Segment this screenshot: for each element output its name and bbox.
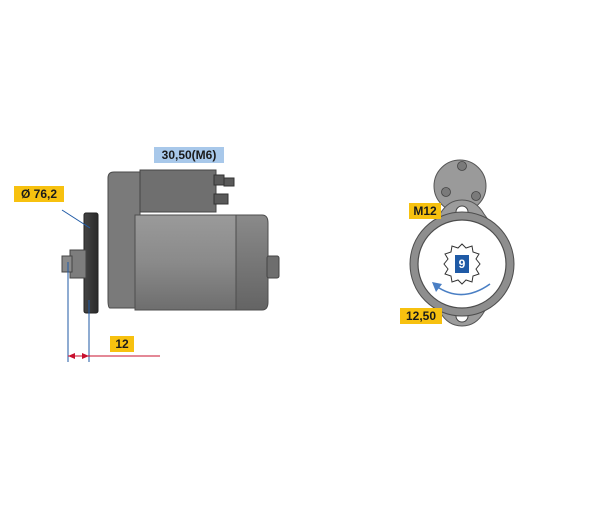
solenoid-terminal-a xyxy=(213,174,225,186)
solenoid-terminal-c xyxy=(213,193,229,205)
boss-bolt-1 xyxy=(457,161,467,171)
boss-bolt-2 xyxy=(441,187,451,197)
solenoid xyxy=(139,169,217,213)
pinion-offset-label: 12 xyxy=(110,336,134,352)
diameter-dimension xyxy=(61,209,91,362)
rotation-arrow xyxy=(435,283,491,296)
offset-dimension xyxy=(68,353,160,359)
starter-front-view xyxy=(409,159,515,327)
boss-bolt-3 xyxy=(471,191,481,201)
mount-thread-label: M12 xyxy=(409,203,441,219)
flange-diameter-label: Ø 76,2 xyxy=(14,186,64,202)
rotation-arrow-head xyxy=(432,282,442,292)
motor-end-cap xyxy=(235,214,269,311)
teeth-count-label: 9 xyxy=(455,255,469,273)
bolt-spacing-label: 12,50 xyxy=(400,308,442,324)
solenoid-terminal-label: 30,50(M6) xyxy=(154,147,224,163)
starter-side-view xyxy=(61,169,280,314)
motor-body xyxy=(134,214,241,311)
solenoid-terminal-b xyxy=(223,177,235,187)
rear-bearing-stub xyxy=(266,255,280,279)
pinion-gear xyxy=(61,255,73,273)
